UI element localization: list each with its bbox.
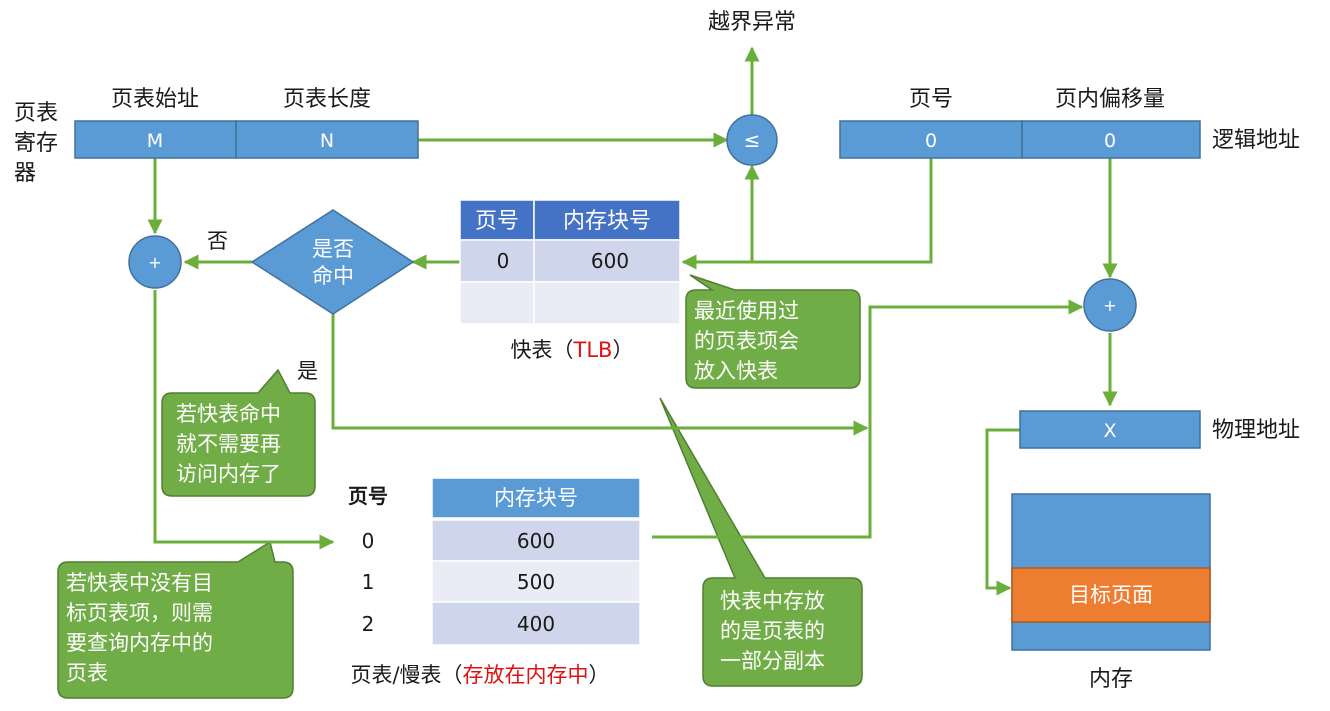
col-start-label: 页表始址 xyxy=(111,87,199,112)
logical-offset-cell xyxy=(1021,120,1201,159)
flow-lines xyxy=(147,46,1118,596)
physical-address-cell xyxy=(1019,410,1201,449)
tlb-caption-suffix: ） xyxy=(612,338,633,362)
target-page-label: 目标页面 xyxy=(1069,583,1153,607)
tlb-caption: 快表（TLB） xyxy=(511,338,634,362)
logical-address: 页号 页内偏移量 0 0 逻辑地址 xyxy=(839,87,1300,159)
decision-line-2: 命中 xyxy=(312,264,354,288)
callout-tlb-recent-text: 最近使用过 的页表项会 放入快表 xyxy=(694,299,799,383)
page-table-row-1-block: 600 xyxy=(517,529,555,553)
hit-decision: 是否 命中 否 是 xyxy=(207,209,415,383)
arrow-page-table-to-memory xyxy=(652,299,1084,539)
memory: 目标页面 内存 xyxy=(1011,493,1211,692)
callout-miss-line-1: 若快表中没有目 xyxy=(66,571,213,595)
tlb-header-page: 页号 xyxy=(475,209,519,234)
logical-page-value: 0 xyxy=(925,130,937,152)
memory-caption: 内存 xyxy=(1089,667,1133,692)
register-label-line-2: 寄存 xyxy=(14,131,58,156)
decision-yes-label: 是 xyxy=(297,359,318,383)
callout-miss-line-3: 要查询内存中的 xyxy=(66,631,213,655)
exception-label: 越界异常 xyxy=(708,10,796,35)
callout-recent-line-3: 放入快表 xyxy=(694,359,778,383)
logical-offset-label: 页内偏移量 xyxy=(1055,87,1165,112)
page-table-caption: 页表/慢表（存放在内存中） xyxy=(350,663,609,687)
page-table-header-block: 内存块号 xyxy=(494,486,578,510)
tlb-row-2-page-cell xyxy=(459,281,535,325)
page-table-row-3-cell xyxy=(431,601,641,646)
page-table-header-block-cell xyxy=(431,477,641,519)
page-table-header-page: 页号 xyxy=(348,484,388,508)
physical-address-label: 物理地址 xyxy=(1212,418,1300,443)
tlb-header-block: 内存块号 xyxy=(563,209,651,234)
callout-tlb-hit xyxy=(161,368,316,497)
page-table-row-1-page: 0 xyxy=(362,529,375,553)
tlb-header-page-cell xyxy=(459,199,535,241)
register-start-value: M xyxy=(147,130,163,152)
left-adder-symbol: + xyxy=(148,253,161,272)
page-table: 页号 内存块号 0 1 2 600 500 400 页表/慢表（存放在内存中） xyxy=(348,477,641,687)
page-table-row-3-page: 2 xyxy=(362,612,375,636)
tlb-row-2-block-cell xyxy=(533,281,681,325)
decision-no-label: 否 xyxy=(207,229,228,253)
tlb-caption-highlight: TLB xyxy=(573,338,613,362)
left-adder-circle xyxy=(128,235,182,289)
callout-tlb-copy xyxy=(659,397,863,687)
callout-hit-line-3: 访问内存了 xyxy=(176,462,281,486)
callout-miss-line-4: 页表 xyxy=(66,661,108,685)
bound-compare: ≤ 越界异常 xyxy=(708,10,796,166)
callout-recent-line-2: 的页表项会 xyxy=(694,329,799,353)
callout-tlb-copy-text: 快表中存放 的是页表的 一部分副本 xyxy=(720,589,825,673)
physical-address-value: X xyxy=(1103,420,1116,442)
page-table-row-3-block: 400 xyxy=(517,612,555,636)
decision-line-1: 是否 xyxy=(312,237,354,261)
logical-offset-value: 0 xyxy=(1104,130,1116,152)
register-length-cell xyxy=(235,120,419,159)
callout-tlb-hit-text: 若快表命中 就不需要再 访问内存了 xyxy=(176,402,281,486)
tlb-row-1-block: 600 xyxy=(591,249,629,273)
callout-copy-line-1: 快表中存放 xyxy=(720,589,825,613)
register-length-value: N xyxy=(320,130,334,152)
page-table-caption-suffix: ） xyxy=(589,663,610,687)
page-table-row-2-page: 1 xyxy=(362,570,375,594)
tlb-caption-prefix: 快表（ xyxy=(511,338,574,362)
right-adder-symbol: + xyxy=(1103,296,1116,315)
tlb-row-1-page: 0 xyxy=(497,249,510,273)
physical-address: X 物理地址 xyxy=(1019,410,1300,449)
callout-hit-line-2: 就不需要再 xyxy=(176,432,281,456)
col-length-label: 页表长度 xyxy=(283,87,371,112)
arrow-decision-yes xyxy=(331,314,869,436)
page-table-row-1-cell xyxy=(431,519,641,562)
decision-diamond xyxy=(250,209,415,315)
page-table-caption-highlight: 存放在内存中 xyxy=(463,663,589,687)
callout-hit-line-1: 若快表命中 xyxy=(176,402,281,426)
logical-page-cell xyxy=(839,120,1023,159)
compare-circle xyxy=(726,114,778,166)
page-table-caption-prefix: 页表/慢表（ xyxy=(350,663,462,687)
callout-tlb-miss xyxy=(57,540,294,699)
register-label-line-1: 页表 xyxy=(14,101,58,126)
arrow-page-to-tlb xyxy=(681,158,933,270)
callout-tlb-recent xyxy=(685,274,861,389)
tlb-table: 页号 内存块号 0 600 快表（TLB） xyxy=(459,199,681,362)
callout-recent-line-1: 最近使用过 xyxy=(694,299,799,323)
arrow-adder-to-page-table xyxy=(153,290,335,550)
page-table-row-2-block: 500 xyxy=(517,570,555,594)
page-table-row-2-cell xyxy=(431,560,641,603)
arrow-physical-to-memory xyxy=(985,428,1020,596)
callout-tlb-miss-text: 若快表中没有目 标页表项，则需 要查询内存中的 页表 xyxy=(66,571,213,685)
compare-symbol: ≤ xyxy=(744,128,761,152)
callout-copy-line-2: 的是页表的 xyxy=(720,619,825,643)
tlb-row-1-page-cell xyxy=(459,239,535,283)
target-page xyxy=(1011,567,1211,623)
logical-page-label: 页号 xyxy=(909,87,953,112)
register-label-line-3: 器 xyxy=(14,161,36,186)
callout-copy-line-3: 一部分副本 xyxy=(720,649,825,673)
logical-address-label: 逻辑地址 xyxy=(1212,128,1300,153)
callout-miss-line-2: 标页表项，则需 xyxy=(66,601,213,625)
right-adder-circle xyxy=(1083,278,1137,332)
page-table-register: 页表 寄存 器 页表始址 页表长度 M N xyxy=(14,87,419,186)
